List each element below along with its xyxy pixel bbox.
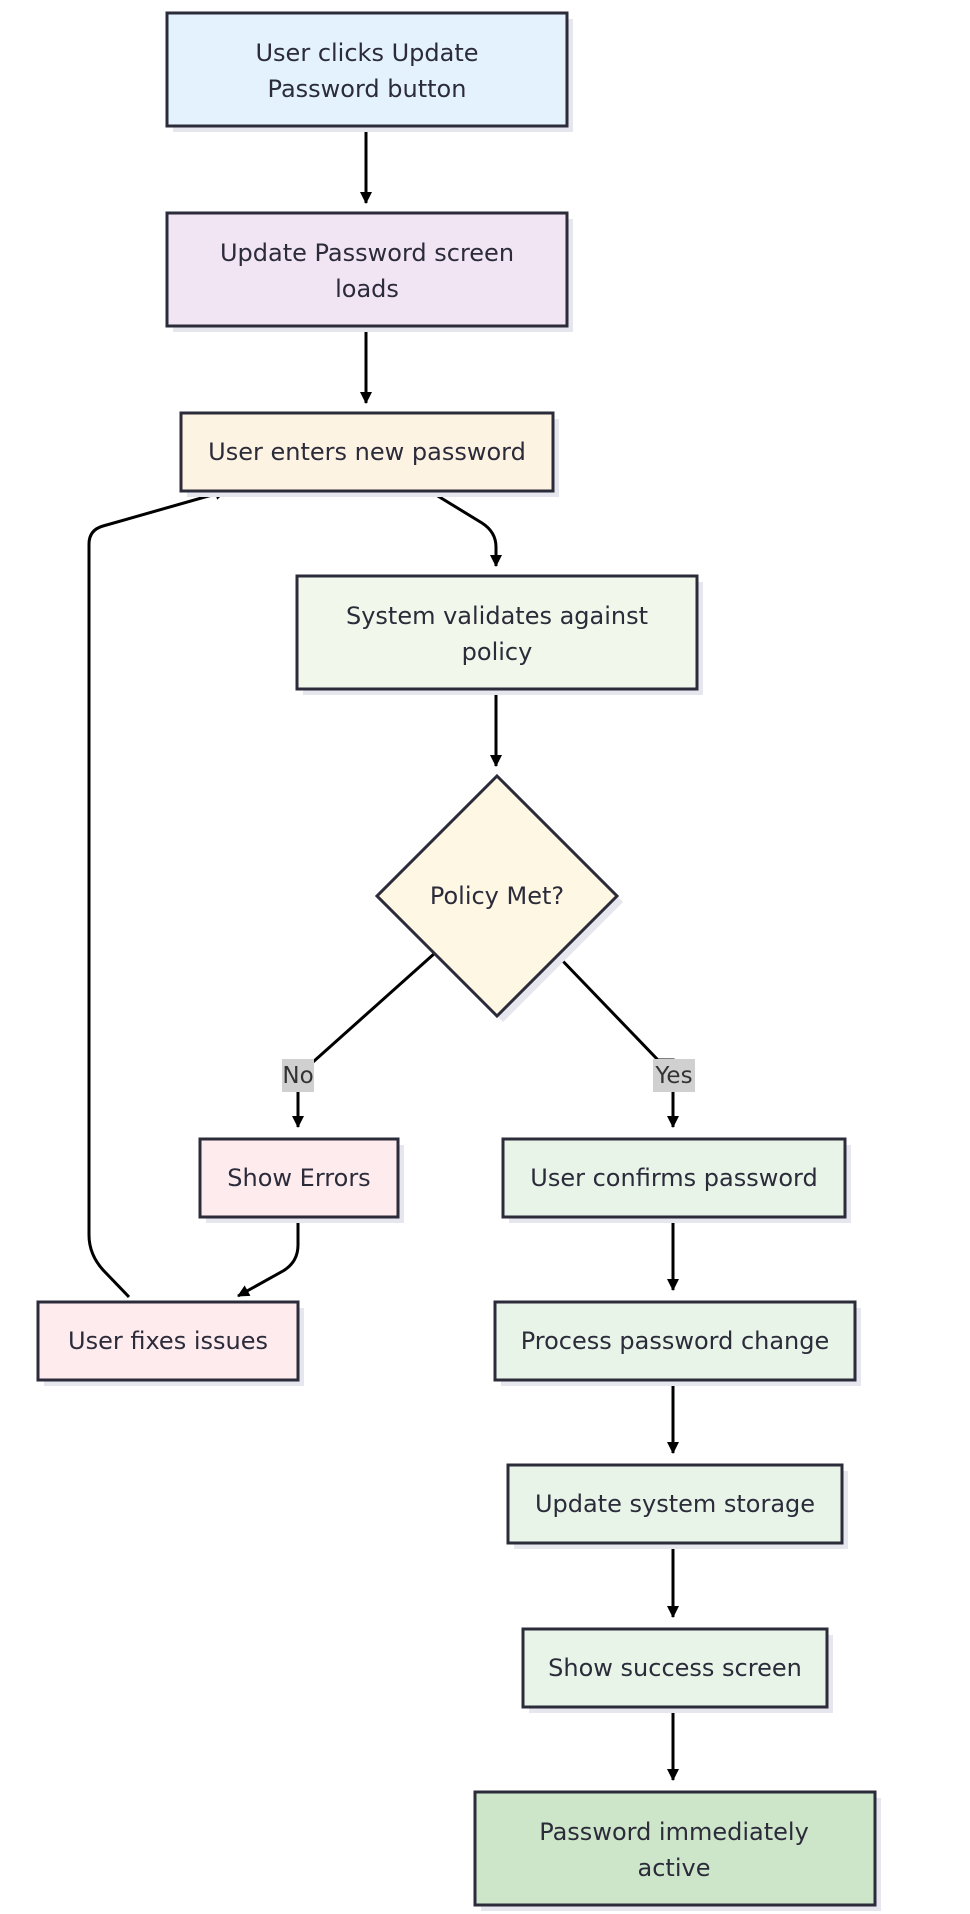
node-process-password-change-text: Process password change [521,1327,830,1355]
node-user-clicks-update-password-line2: Password button [268,75,467,103]
node-user-enters-new-password-text: User enters new password [208,438,526,466]
node-system-validates-policy: System validates against policy [295,574,703,695]
node-password-immediately-active: Password immediately active [473,1790,881,1911]
node-password-immediately-active-line2: active [638,1854,711,1882]
node-update-password-screen-loads-line1: Update Password screen [220,239,514,267]
node-policy-met-decision-text: Policy Met? [430,882,564,910]
node-show-success-screen: Show success screen [521,1627,833,1713]
edge-label-no: No [282,1059,314,1092]
edge-label-no-text: No [282,1063,313,1089]
node-user-confirms-password: User confirms password [501,1137,851,1223]
node-system-validates-policy-line2: policy [462,638,533,666]
edge-label-yes: Yes [653,1059,695,1092]
edge-decision-to-confirm-password [555,953,679,1128]
node-user-confirms-password-text: User confirms password [530,1164,817,1192]
edge-show-errors-to-fix-issues [237,1215,300,1298]
node-update-password-screen-loads: Update Password screen loads [165,211,573,332]
edge-enter-password-to-validate [427,488,502,567]
node-user-clicks-update-password: User clicks Update Password button [165,11,573,132]
node-update-system-storage-text: Update system storage [535,1490,815,1518]
node-show-errors: Show Errors [198,1137,404,1223]
node-user-fixes-issues: User fixes issues [36,1300,304,1386]
node-process-password-change: Process password change [493,1300,861,1386]
node-system-validates-policy-line1: System validates against [346,602,648,630]
node-user-clicks-update-password-line1: User clicks Update [255,39,478,67]
node-show-errors-text: Show Errors [227,1164,370,1192]
edge-decision-to-show-errors [292,951,436,1128]
node-user-fixes-issues-text: User fixes issues [68,1327,268,1355]
edge-fix-issues-to-enter-password [87,488,227,1299]
node-show-success-screen-text: Show success screen [548,1654,802,1682]
node-update-password-screen-loads-line2: loads [335,275,399,303]
node-password-immediately-active-line1: Password immediately [539,1818,809,1846]
edge-label-yes-text: Yes [654,1063,692,1089]
node-user-enters-new-password: User enters new password [179,411,559,497]
node-update-system-storage: Update system storage [506,1463,848,1549]
node-policy-met-decision: Policy Met? [374,773,623,1022]
